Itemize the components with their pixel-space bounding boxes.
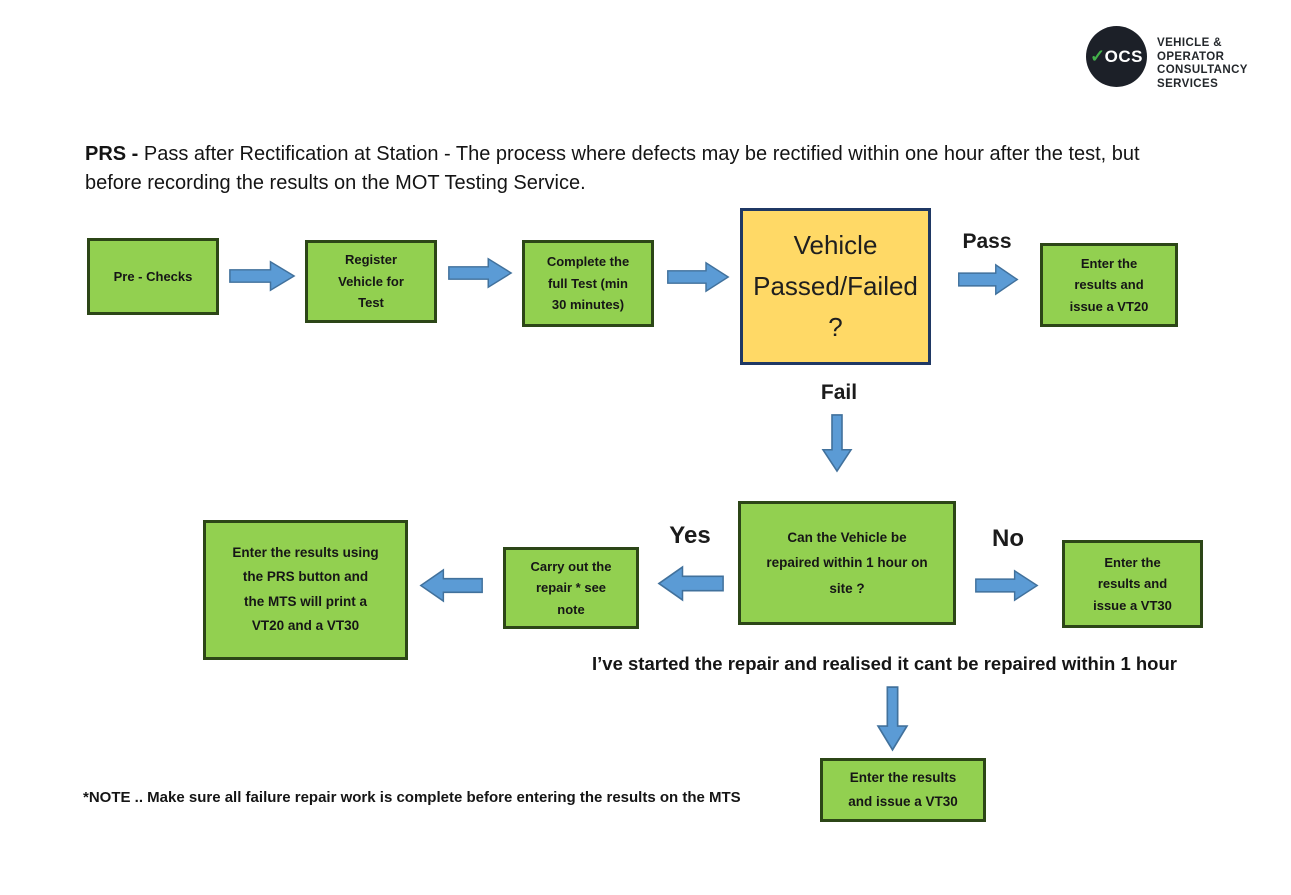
started-repair-text: I’ve started the repair and realised it … — [592, 653, 1177, 674]
vocs-logo-mark: ✓OCS — [1086, 26, 1147, 87]
note-text: *NOTE .. Make sure all failure repair wo… — [83, 789, 741, 806]
vocs-monogram: OCS — [1104, 46, 1143, 66]
arrow-right-no-icon — [975, 569, 1039, 602]
arrow-left-icon — [419, 568, 483, 603]
arrow-right-icon — [448, 257, 513, 289]
flow-box-register: Register Vehicle for Test — [305, 240, 437, 323]
flow-box-pre-checks: Pre - Checks — [87, 238, 219, 315]
logo-line: VEHICLE & — [1157, 37, 1222, 49]
flow-box-enter-vt30-right: Enter the results and issue a VT30 — [1062, 540, 1203, 628]
vocs-logo-text: VEHICLE & OPERATOR CONSULTANCY SERVICES — [1157, 37, 1267, 91]
flow-box-complete-test: Complete the full Test (min 30 minutes) — [522, 240, 654, 327]
flow-box-decision-repair: Can the Vehicle be repaired within 1 hou… — [738, 501, 956, 625]
title-description: Pass after Rectification at Station - Th… — [85, 143, 1140, 194]
arrow-right-icon — [229, 260, 296, 292]
label-yes: Yes — [669, 522, 711, 549]
label-no: No — [992, 525, 1024, 552]
page-title: PRS - Pass after Rectification at Statio… — [85, 140, 1197, 198]
flow-box-enter-vt20: Enter the results and issue a VT20 — [1040, 243, 1178, 327]
check-icon: ✓ — [1090, 46, 1106, 66]
logo-line: OPERATOR — [1157, 50, 1225, 63]
label-fail: Fail — [820, 381, 858, 404]
arrow-right-icon — [667, 261, 730, 293]
arrow-left-yes-icon — [657, 565, 724, 602]
label-pass: Pass — [962, 230, 1012, 253]
arrow-down-fail-icon — [821, 414, 853, 473]
title-acronym: PRS - — [85, 143, 144, 165]
flow-box-carry-out-repair: Carry out the repair * see note — [503, 547, 639, 629]
arrow-down-icon — [876, 686, 909, 752]
flow-box-decision-pass-fail: Vehicle Passed/Failed ? — [740, 208, 931, 365]
flow-box-enter-vt30-bottom: Enter the results and issue a VT30 — [820, 758, 986, 822]
flow-box-prs-button: Enter the results using the PRS button a… — [203, 520, 408, 660]
arrow-right-pass-icon — [958, 263, 1019, 296]
logo-line: SERVICES — [1157, 77, 1219, 90]
logo-line: CONSULTANCY — [1157, 64, 1248, 76]
